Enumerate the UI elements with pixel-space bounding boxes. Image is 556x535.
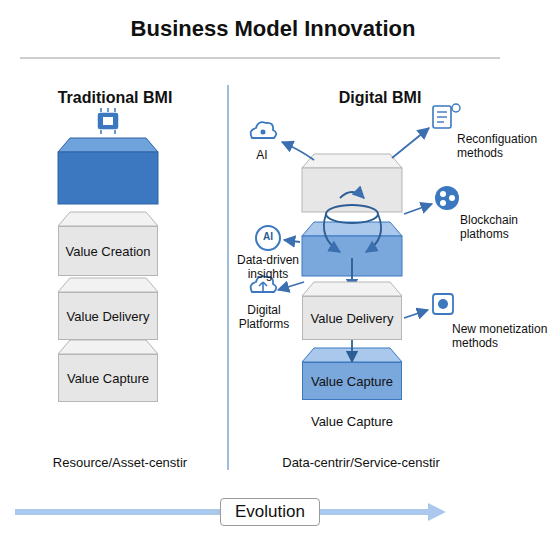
icon-text: AI xyxy=(258,231,278,243)
reconfiguration-icon xyxy=(433,104,460,128)
icon-label: Data-driven insights xyxy=(232,253,304,282)
value-cube: Value Delivery xyxy=(58,292,158,340)
node-text: Evolution xyxy=(235,502,305,522)
cube-top xyxy=(302,222,402,236)
blockchain-icon xyxy=(435,186,459,210)
ai-icon xyxy=(256,226,280,250)
cycle-arrow xyxy=(366,214,381,252)
value-cube: Value Delivery xyxy=(302,296,402,340)
evolution-box: Evolution xyxy=(220,498,320,526)
value-cube: Value Creation xyxy=(58,226,158,276)
cloud-icon xyxy=(251,122,277,138)
evolution-arrowhead xyxy=(428,503,446,521)
cube-top xyxy=(302,282,402,296)
icon-label: AI xyxy=(248,148,276,162)
outward-arrow xyxy=(284,240,300,242)
node-text: Value Delivery xyxy=(311,311,394,326)
cube-top xyxy=(302,154,402,168)
node-text: Value Creation xyxy=(65,244,150,259)
icon-label: Digital Platforms xyxy=(232,303,296,332)
cube-top xyxy=(58,138,158,152)
cube-front xyxy=(58,152,158,204)
icon-label: New monetization methods xyxy=(452,322,550,351)
outward-arrow xyxy=(278,282,304,290)
title-rule xyxy=(20,57,500,59)
flow-connector xyxy=(351,340,353,362)
value-cube: Value Capture xyxy=(302,362,402,400)
column-caption: Data-centrir/Service-censtir xyxy=(246,455,476,471)
column-heading: Digital BMI xyxy=(290,88,470,107)
cube-top xyxy=(58,340,158,354)
outward-arrow xyxy=(404,204,432,214)
icon-label: Reconfiguation methods xyxy=(457,132,551,161)
outward-arrow xyxy=(404,310,428,318)
value-cube: Value Capture xyxy=(58,354,158,402)
cube-top xyxy=(58,212,158,226)
cycle-arrow xyxy=(340,192,364,198)
cube-top xyxy=(58,278,158,292)
node-text: Value Capture xyxy=(311,374,393,389)
chip-icon xyxy=(97,108,119,134)
icon-label: Blockchain plathoms xyxy=(460,213,546,242)
column-heading: Traditional BMI xyxy=(30,88,200,107)
outward-arrow xyxy=(392,128,429,158)
cycle-ring xyxy=(326,205,378,223)
stack-caption: Value Capture xyxy=(297,414,407,430)
diagram-title: Business Model Innovation xyxy=(0,16,546,42)
node-text: Value Delivery xyxy=(67,309,150,324)
column-caption: Resource/Asset-censtir xyxy=(20,455,220,471)
outward-arrow xyxy=(282,142,314,160)
cycle-arrow xyxy=(324,214,340,252)
monetization-icon xyxy=(433,294,453,314)
node-text: Value Capture xyxy=(67,371,149,386)
divider-line xyxy=(227,85,229,470)
